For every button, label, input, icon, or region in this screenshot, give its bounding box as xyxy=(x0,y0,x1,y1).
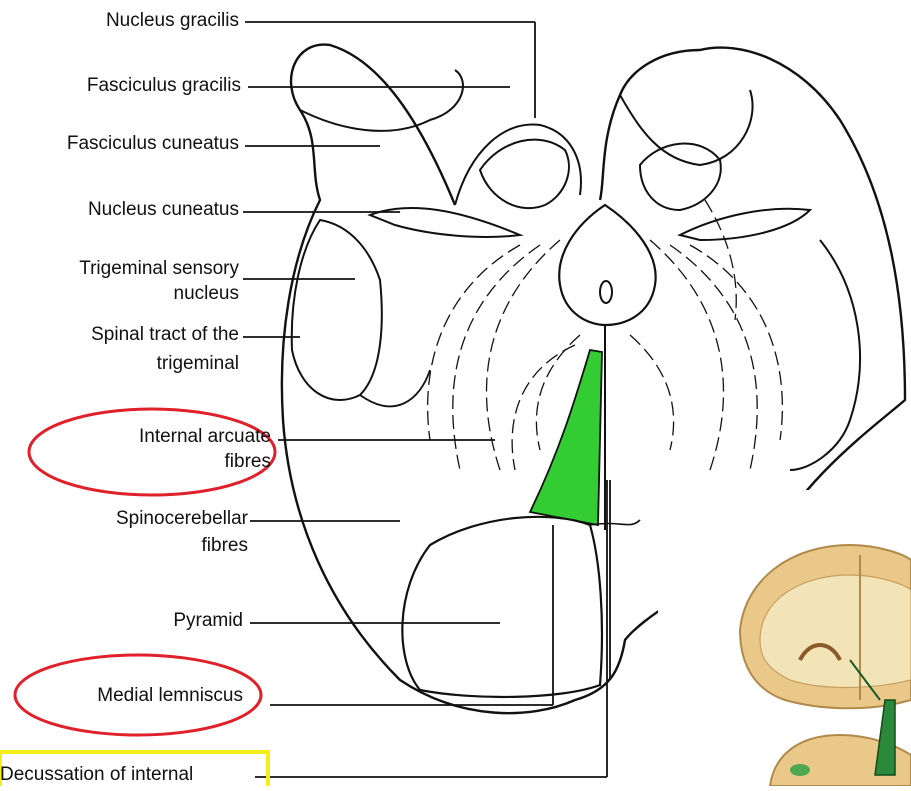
label-spinal-tract-line1: Spinal tract of the xyxy=(91,323,239,346)
label-pyramid: Pyramid xyxy=(173,609,243,632)
label-trigeminal-sensory-nucleus-line2: nucleus xyxy=(174,282,240,305)
label-medial-lemniscus: Medial lemniscus xyxy=(97,684,243,707)
label-internal-arcuate-line2: fibres xyxy=(225,450,271,473)
pyramid-outline xyxy=(402,517,602,697)
brain-inset-image xyxy=(658,490,911,786)
label-spinal-tract-line2: trigeminal xyxy=(157,352,239,375)
label-nucleus-gracilis: Nucleus gracilis xyxy=(106,9,239,32)
label-trigeminal-sensory-nucleus-line1: Trigeminal sensory xyxy=(79,257,239,280)
label-internal-arcuate-line1: Internal arcuate xyxy=(139,425,271,448)
medial-lemniscus-green-highlight xyxy=(530,350,602,525)
label-fasciculus-cuneatus: Fasciculus cuneatus xyxy=(67,132,239,155)
label-decussation: Decussation of internal xyxy=(0,763,193,786)
label-spinocerebellar-line1: Spinocerebellar xyxy=(116,507,248,530)
label-spinocerebellar-line2: fibres xyxy=(202,534,248,557)
label-fasciculus-gracilis: Fasciculus gracilis xyxy=(87,74,241,97)
label-nucleus-cuneatus: Nucleus cuneatus xyxy=(88,198,239,221)
